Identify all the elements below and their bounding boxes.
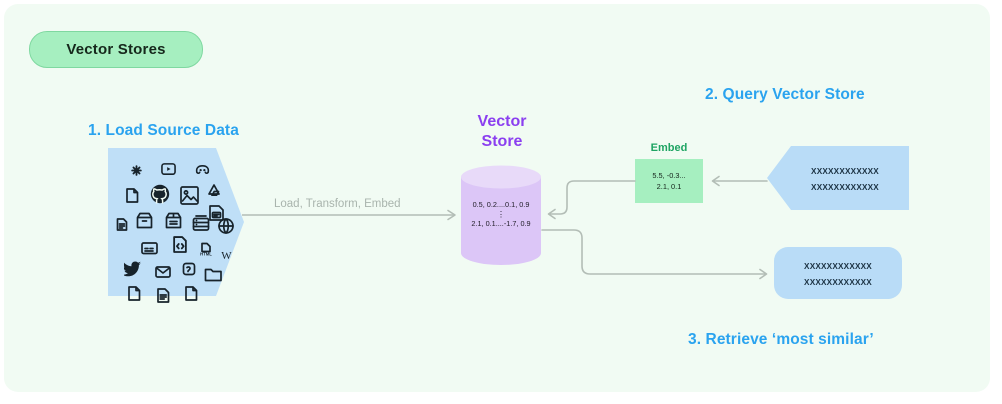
github-icon: [149, 184, 171, 204]
database-box-icon: [165, 212, 182, 229]
result-text: XXXXXXXXXXXX XXXXXXXXXXXX: [776, 259, 900, 290]
embed-row-2: 2.1, 0.1: [656, 182, 682, 191]
result-row-1: XXXXXXXXXXXX: [804, 262, 872, 271]
image-icon: [180, 186, 199, 205]
wikipedia-icon: W: [220, 248, 233, 261]
google-drive-icon: [208, 184, 220, 196]
html-icon: HTML: [199, 242, 213, 256]
result-pill: [774, 247, 902, 299]
load-transform-embed-arrow: [242, 209, 464, 221]
vector-stores-badge: Vector Stores: [29, 31, 203, 68]
file-icon: [125, 188, 139, 203]
query-text: XXXXXXXXXXXX XXXXXXXXXXXX: [790, 164, 900, 195]
presentation-file-icon: [208, 204, 225, 222]
query-row-2: XXXXXXXXXXXX: [811, 182, 879, 192]
video-player-icon: [161, 162, 176, 176]
step-2-label: 2. Query Vector Store: [705, 86, 865, 103]
vector-store-title-line1: Vector: [477, 113, 527, 130]
code-file-icon: [172, 236, 188, 253]
server-box-icon: [192, 214, 210, 232]
svg-text:HTML: HTML: [200, 251, 212, 256]
subtitle-icon: [141, 240, 158, 256]
vector-store-title: Vector Store: [459, 112, 545, 152]
vector-store-values: 0.5, 0.2....0.1, 0.9 ⋮ 2.1, 0.1....-1.7,…: [460, 200, 542, 229]
slack-icon: [130, 164, 143, 177]
embed-box: 5.5, -0.3... 2.1, 0.1: [635, 159, 703, 203]
source-icon-grid: HTML W: [108, 148, 234, 303]
embed-row-1: 5.5, -0.3...: [652, 170, 686, 180]
folder-icon: [204, 266, 223, 282]
query-row-1: XXXXXXXXXXXX: [811, 167, 879, 176]
embed-label: Embed: [650, 142, 688, 154]
document-icon: [127, 286, 141, 301]
connector-lines: [454, 154, 914, 314]
badge-label: Vector Stores: [66, 41, 166, 58]
vector-store-cylinder: [460, 165, 542, 265]
vector-store-title-line2: Store: [481, 133, 523, 150]
step-1-label: 1. Load Source Data: [88, 122, 239, 139]
twitter-icon: [124, 260, 142, 278]
flow-arrow-label: Load, Transform, Embed: [274, 198, 401, 210]
source-data-shape: HTML W: [108, 148, 244, 303]
globe-icon: [218, 218, 234, 234]
result-row-2: XXXXXXXXXXXX: [804, 277, 872, 287]
document-lines-icon: [156, 288, 170, 303]
file-text-icon: [116, 218, 128, 231]
app-square-icon: [182, 262, 196, 276]
vector-ellipsis: ⋮: [497, 209, 505, 219]
svg-text:W: W: [221, 250, 232, 261]
archive-box-icon: [136, 212, 153, 229]
document-plain-icon: [184, 286, 198, 301]
vector-row-2: 2.1, 0.1....-1.7, 0.9: [471, 218, 531, 228]
step-3-label: 3. Retrieve ‘most similar’: [688, 331, 874, 348]
diagram-canvas: Vector Stores 1. Load Source Data 2. Que…: [4, 4, 990, 392]
email-icon: [155, 264, 171, 280]
vector-row-1: 0.5, 0.2....0.1, 0.9: [472, 200, 530, 209]
query-shape: [767, 146, 909, 210]
discord-icon: [195, 163, 210, 175]
